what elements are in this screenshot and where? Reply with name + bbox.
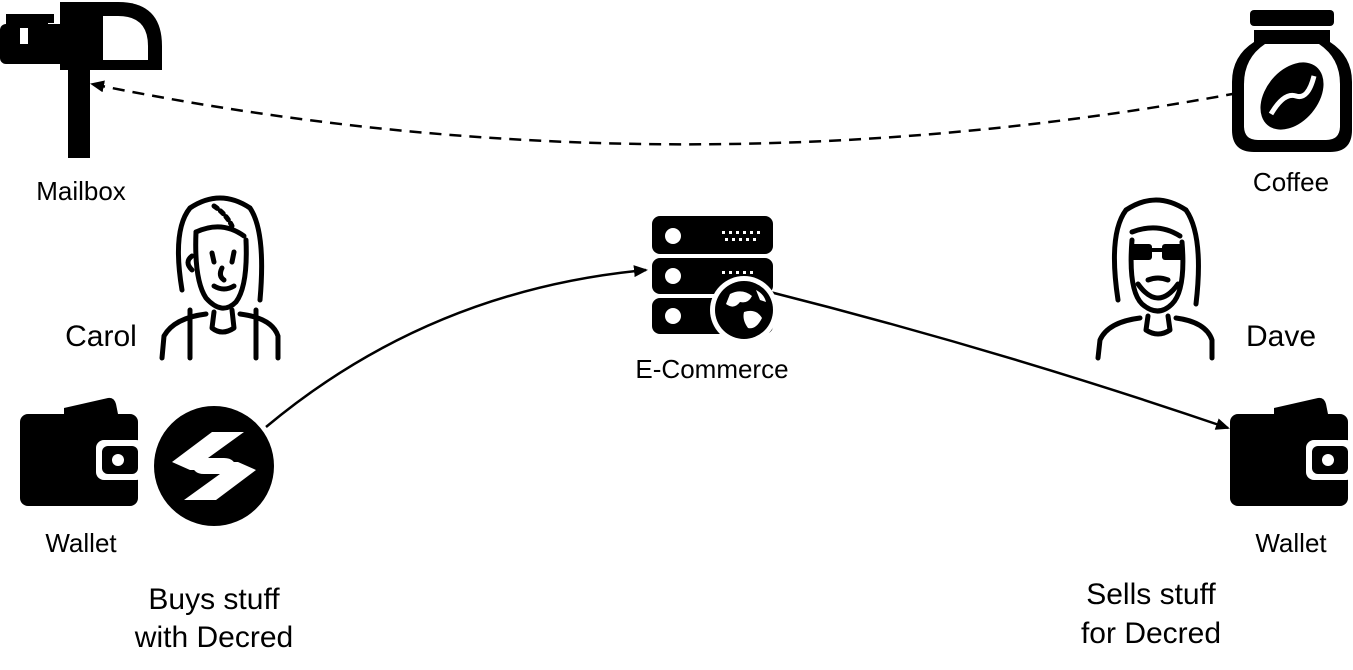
carol-wallet-label: Wallet	[45, 528, 117, 558]
buys-note-line-1: Buys stuff	[148, 583, 280, 616]
ecommerce-label: E-Commerce	[635, 354, 788, 384]
carol-label: Carol	[65, 320, 137, 353]
sells-note-line-1: Sells stuff	[1086, 578, 1216, 611]
coffee-jar-icon	[1232, 10, 1352, 152]
mailbox-icon	[0, 2, 162, 158]
dave-label: Dave	[1246, 320, 1316, 353]
edge-decred-to-ecommerce	[265, 265, 648, 428]
dave-glasses-icon	[1130, 244, 1184, 260]
woman-avatar-icon	[159, 195, 281, 361]
server-globe-icon	[652, 216, 778, 344]
wallet-icon	[1230, 397, 1353, 506]
wallet-icon	[20, 397, 144, 506]
buys-note-line-2: with Decred	[134, 621, 293, 654]
bearded-man-avatar-icon	[1095, 197, 1215, 361]
coffee-label: Coffee	[1253, 167, 1329, 197]
mailbox-label: Mailbox	[36, 176, 126, 206]
decred-logo-icon	[154, 406, 274, 526]
edge-ecommerce-to-wallet	[769, 290, 1230, 430]
dave-wallet-label: Wallet	[1255, 528, 1327, 558]
sells-note-line-2: for Decred	[1081, 617, 1221, 650]
edge-coffee-to-mailbox	[90, 80, 1239, 146]
